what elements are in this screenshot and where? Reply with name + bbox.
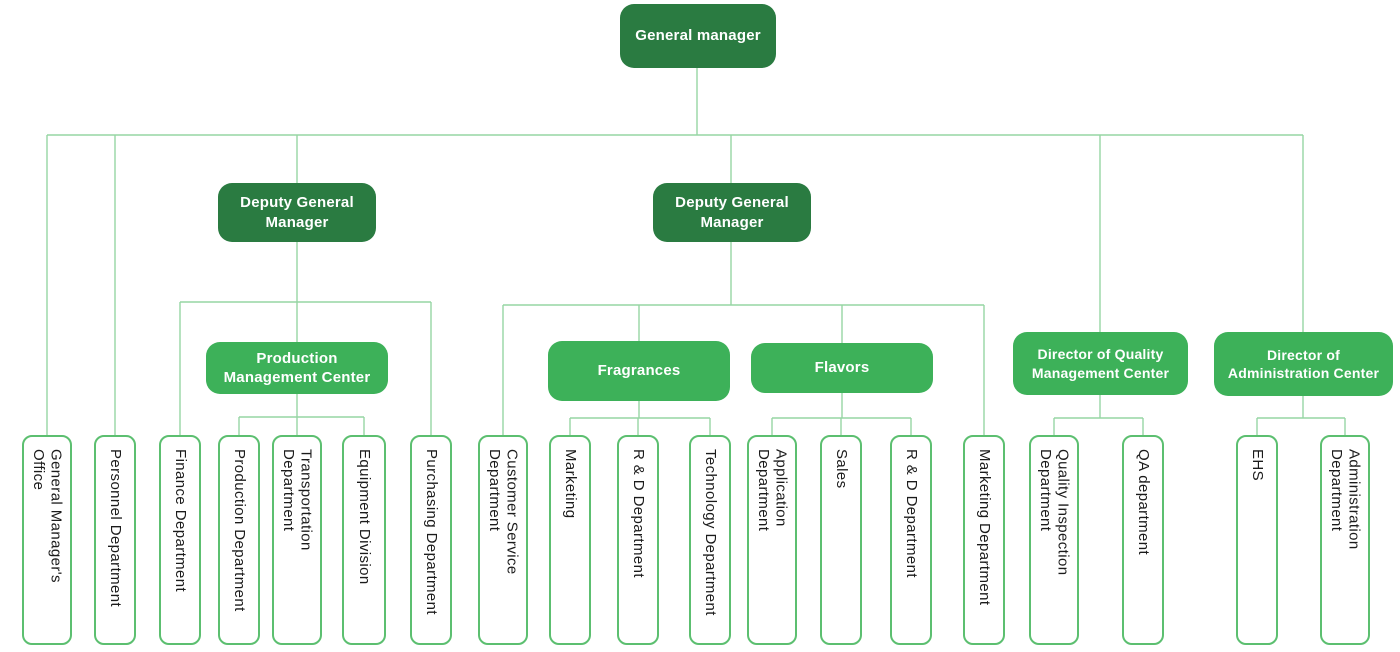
leaf-label: EHS — [1248, 437, 1266, 481]
leaf-label-line: Department — [280, 449, 297, 532]
leaf-label: Application Department — [754, 437, 790, 532]
node-label: Deputy General — [240, 194, 354, 211]
leaf-label-line: Marketing Department — [975, 449, 993, 606]
node-label: General manager — [635, 27, 761, 45]
node-label: Administration Center — [1227, 365, 1380, 381]
leaf-label-line: Equipment Division — [355, 449, 373, 585]
node-deputy-general-manager-left: Deputy General Manager — [218, 183, 376, 242]
node-label: Director of — [1267, 346, 1340, 363]
leaf-transportation-department: Transportation Department — [272, 435, 322, 645]
leaf-production-department: Production Department — [218, 435, 260, 645]
leaf-quality-inspection-department: Quality Inspection Department — [1029, 435, 1079, 645]
leaf-label: Customer Service Department — [485, 437, 521, 575]
node-label: Management Center — [1031, 364, 1170, 381]
node-label: Manager — [265, 213, 329, 231]
leaf-technology-department: Technology Department — [689, 435, 731, 645]
leaf-label-line: Sales — [832, 449, 850, 489]
leaf-label: R & D Department — [902, 437, 920, 578]
node-label: Director of Quality — [1037, 346, 1164, 363]
node-fragrances: Fragrances — [548, 341, 730, 401]
leaf-label: Quality Inspection Department — [1036, 437, 1072, 576]
node-production-management-center: Production Management Center — [206, 342, 388, 394]
node-label: Flavors — [814, 359, 870, 377]
leaf-label-line: Technology Department — [701, 449, 719, 616]
leaf-label-line: Quality Inspection — [1054, 449, 1072, 576]
leaf-purchasing-department: Purchasing Department — [410, 435, 452, 645]
leaf-label-line: Department — [1037, 449, 1054, 532]
leaf-label: Administration Department — [1327, 437, 1363, 550]
leaf-label-line: Department — [486, 449, 503, 532]
leaf-label: Technology Department — [701, 437, 719, 616]
leaf-label: Personnel Department — [106, 437, 124, 607]
leaf-label: General Manager's Office — [29, 437, 65, 583]
leaf-label-line: Personnel Department — [106, 449, 124, 608]
leaf-sales: Sales — [820, 435, 862, 645]
leaf-personnel-department: Personnel Department — [94, 435, 136, 645]
node-label: Management Center — [223, 369, 371, 386]
leaf-label: Production Department — [230, 437, 248, 612]
leaf-label: Transportation Department — [279, 437, 315, 551]
leaf-customer-service-department: Customer Service Department — [478, 435, 528, 645]
leaf-marketing: Marketing — [549, 435, 591, 645]
leaf-label: Sales — [832, 437, 850, 489]
leaf-label-line: Production Department — [230, 449, 248, 612]
node-label: Manager — [700, 213, 764, 231]
leaf-rd-department-fragrances: R & D Department — [617, 435, 659, 645]
node-label: Deputy General — [675, 194, 789, 211]
leaf-label: Purchasing Department — [422, 437, 440, 615]
leaf-general-managers-office: General Manager's Office — [22, 435, 72, 645]
leaf-label-line: R & D Department — [629, 449, 647, 578]
leaf-label-line: Department — [1328, 449, 1345, 532]
node-flavors: Flavors — [751, 343, 933, 393]
leaf-label: Finance Department — [171, 437, 189, 592]
leaf-label: R & D Department — [629, 437, 647, 578]
leaf-label: Equipment Division — [355, 437, 373, 585]
leaf-label-line: Purchasing Department — [422, 449, 440, 615]
leaf-label-line: Customer Service — [503, 449, 521, 575]
leaf-equipment-division: Equipment Division — [342, 435, 386, 645]
leaf-label-line: Department — [755, 449, 772, 532]
leaf-label: Marketing — [561, 437, 579, 518]
leaf-label: QA department — [1134, 437, 1152, 555]
leaf-label-line: Transportation — [297, 449, 315, 551]
leaf-label-line: Administration — [1345, 449, 1363, 550]
node-label: Fragrances — [597, 362, 681, 380]
node-deputy-general-manager-right: Deputy General Manager — [653, 183, 811, 242]
leaf-administration-department: Administration Department — [1320, 435, 1370, 645]
leaf-marketing-department: Marketing Department — [963, 435, 1005, 645]
leaf-label-line: Marketing — [561, 449, 579, 519]
leaf-label-line: Office — [30, 449, 47, 491]
leaf-label-line: R & D Department — [902, 449, 920, 578]
leaf-label-line: EHS — [1248, 449, 1266, 482]
node-director-quality-management-center: Director of Quality Management Center — [1013, 332, 1188, 395]
leaf-label: Marketing Department — [975, 437, 993, 605]
leaf-application-department: Application Department — [747, 435, 797, 645]
node-general-manager: General manager — [620, 4, 776, 68]
leaf-label-line: QA department — [1134, 449, 1152, 556]
leaf-label-line: General Manager's — [47, 449, 65, 583]
node-director-administration-center: Director of Administration Center — [1214, 332, 1393, 396]
leaf-label-line: Finance Department — [171, 449, 189, 593]
leaf-label-line: Application — [772, 449, 790, 527]
node-label: Production — [256, 349, 338, 367]
leaf-ehs: EHS — [1236, 435, 1278, 645]
leaf-finance-department: Finance Department — [159, 435, 201, 645]
leaf-rd-department-flavors: R & D Department — [890, 435, 932, 645]
leaf-qa-department: QA department — [1122, 435, 1164, 645]
